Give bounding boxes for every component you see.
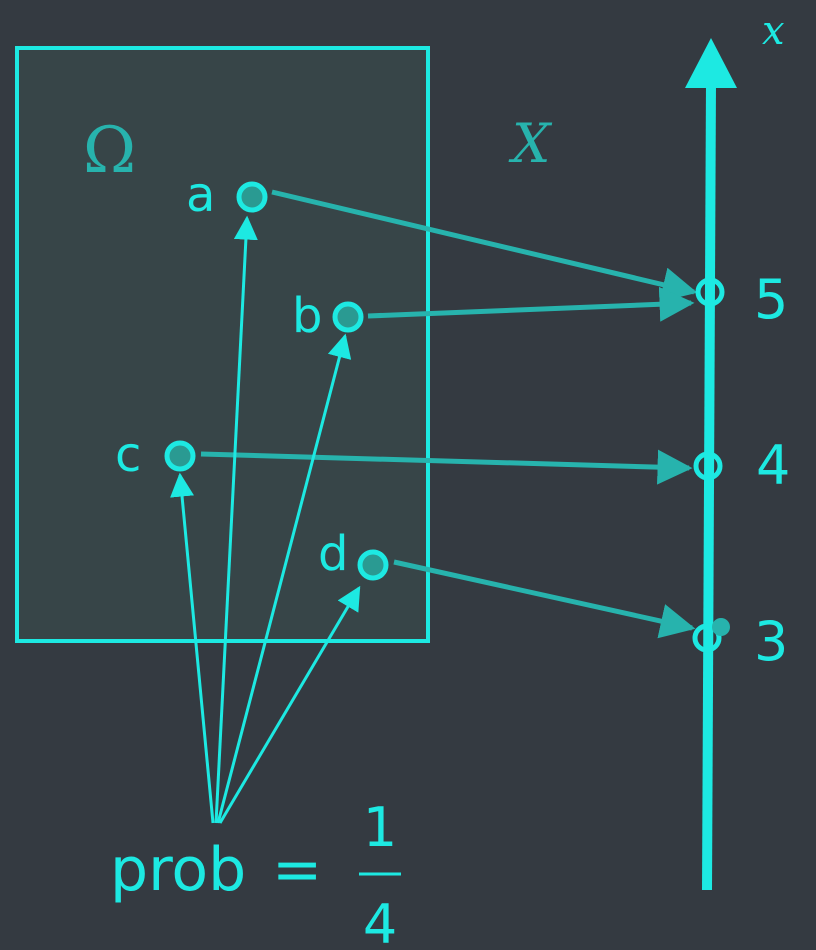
- number-line: [702, 81, 716, 891]
- axis-point-3-marker: [712, 618, 730, 636]
- omega-label: Ω: [83, 114, 136, 188]
- outcome-b: b: [292, 288, 364, 344]
- axis-value-3: 3: [692, 610, 788, 673]
- outcome-point-d: [357, 549, 389, 581]
- outcome-label-c: c: [115, 427, 141, 483]
- outcome-point-c: [164, 440, 196, 472]
- axis-point-5: [695, 277, 725, 307]
- mapping-arrow-c: [200, 449, 693, 485]
- mapping-arrow-b: [367, 286, 695, 322]
- outcome-label-d: d: [318, 526, 348, 582]
- outcome-a: a: [186, 167, 268, 223]
- axis-point-3: [692, 623, 722, 653]
- axis-value-label-3: 3: [754, 610, 788, 673]
- probability-equals: =: [272, 835, 322, 905]
- axis-point-4: [693, 451, 723, 481]
- outcome-label-b: b: [292, 288, 322, 344]
- probability-arrow-d: [218, 585, 361, 824]
- outcome-d: d: [318, 526, 389, 582]
- probability-arrow-a: [214, 215, 258, 824]
- outcome-c: c: [115, 427, 196, 483]
- mapping-arrow-a: [271, 189, 698, 302]
- probability-arrow-c: [170, 472, 215, 824]
- axis-label: x: [762, 8, 785, 54]
- sample-space-box: [15, 46, 430, 643]
- axis-value-label-5: 5: [754, 268, 788, 331]
- outcome-point-b: [332, 301, 364, 333]
- axis-value-4: 4: [693, 434, 790, 497]
- mapping-arrow-d: [393, 559, 696, 639]
- probability-arrow-b: [216, 333, 352, 824]
- random-variable-label: X: [508, 112, 553, 175]
- axis-value-label-4: 4: [756, 434, 790, 497]
- probability-denominator: 4: [363, 893, 397, 950]
- mapping-arrows: [200, 189, 698, 639]
- probability-numerator: 1: [363, 796, 397, 859]
- probability-label: prob: [110, 835, 246, 905]
- outcome-point-a: [236, 181, 268, 213]
- probability-arrows: [170, 215, 361, 824]
- probability-expression: prob = 1 4: [110, 796, 401, 950]
- axis-value-5: 5: [695, 268, 788, 331]
- number-line-arrowhead: [685, 38, 737, 88]
- outcome-label-a: a: [186, 167, 215, 223]
